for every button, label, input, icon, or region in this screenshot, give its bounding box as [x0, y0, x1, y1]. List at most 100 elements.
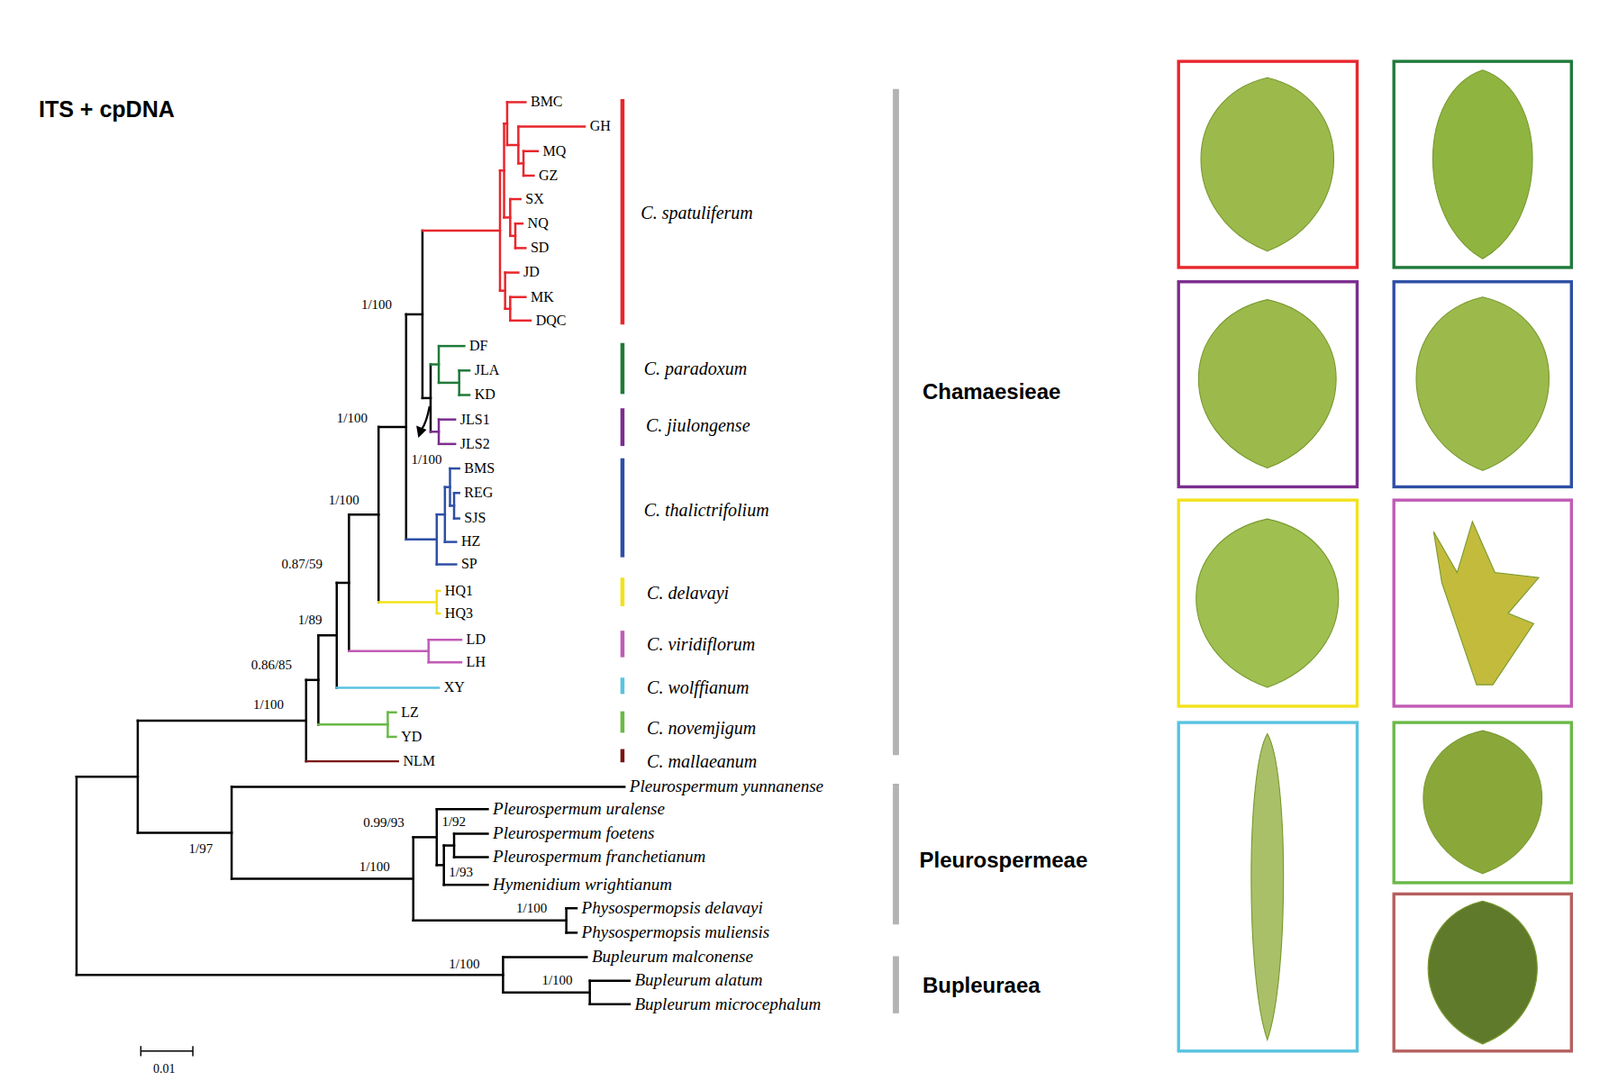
photo-frame — [1178, 61, 1357, 268]
photo-frame — [1393, 500, 1572, 707]
sample-code: SX — [525, 190, 544, 208]
sample-code: HQ3 — [445, 605, 473, 622]
tree-branch — [502, 990, 590, 993]
clade-bar — [620, 458, 626, 558]
scale-tick — [140, 1045, 142, 1056]
species-name: C. wolffianum — [646, 677, 749, 699]
tribe-name: Pleurospermeae — [919, 847, 1089, 873]
tree-branch — [386, 712, 389, 737]
tree-branch — [444, 844, 455, 846]
sample-code: SP — [461, 555, 478, 573]
clade-bar — [620, 408, 626, 446]
sample-code: BMC — [530, 93, 564, 110]
tree-branch — [454, 517, 460, 519]
clade-bars — [622, 89, 897, 1014]
tree-branch — [448, 468, 451, 506]
leaf-photo — [1178, 281, 1357, 488]
species-name: C. thalictrifolium — [644, 500, 770, 521]
tree-branch — [436, 808, 489, 810]
tree-branch — [230, 786, 233, 879]
tree-branch — [347, 514, 350, 652]
photo-frame — [1393, 893, 1572, 1051]
support-value: 1/93 — [448, 864, 473, 881]
support-value: 1/100 — [361, 296, 392, 312]
tree-branch — [438, 443, 455, 446]
support-value: 1/100 — [359, 858, 391, 874]
support-value: 1/100 — [336, 410, 368, 427]
support-value: 0.87/59 — [281, 556, 323, 573]
tree-branch — [231, 785, 625, 788]
sample-code: SD — [530, 239, 549, 256]
clade-bar — [620, 677, 626, 694]
tree-branch — [318, 723, 388, 726]
sample-code: BMS — [463, 460, 495, 477]
species-name: C. viridiflorum — [646, 633, 755, 655]
tree-branch — [436, 563, 457, 565]
tree-branch — [509, 319, 531, 322]
tree-branch — [590, 979, 630, 982]
sample-code: JD — [523, 263, 540, 281]
leaf-photo — [1393, 281, 1572, 488]
tree-branch — [436, 612, 440, 615]
tree-branch — [503, 272, 506, 310]
sample-code: DQC — [536, 312, 567, 329]
tree-branch — [522, 151, 525, 176]
sample-code: LD — [466, 631, 486, 648]
tree-branch — [588, 981, 591, 1005]
tree-branch — [430, 430, 439, 433]
leaf-photo — [1393, 61, 1572, 268]
tree-branch — [413, 919, 567, 922]
tree-branch — [566, 931, 577, 934]
leaf-photo — [1178, 500, 1357, 707]
species-name: C. novemjigum — [646, 717, 756, 738]
tree-branch — [76, 775, 138, 778]
tree-branch — [507, 100, 526, 103]
tree-branch — [438, 345, 464, 347]
clade-bar — [620, 749, 626, 764]
tree-branch — [442, 845, 445, 886]
leaf-photo — [1393, 722, 1572, 883]
pointer-arrow — [416, 406, 430, 438]
tree-branch — [444, 883, 489, 886]
outgroup-name: Physospermopsis muliensis — [581, 922, 770, 943]
tree-branch — [76, 973, 503, 976]
tree-branch — [445, 540, 456, 543]
sample-code: MQ — [543, 143, 567, 160]
leaf-photo — [1178, 722, 1357, 1052]
scale-label: 0.01 — [153, 1062, 176, 1077]
tribe-name: Bupleuraea — [922, 972, 1041, 999]
tree-branch — [523, 174, 534, 177]
leaf-shape — [1427, 900, 1537, 1045]
clade-bar — [892, 955, 900, 1013]
tree-branch — [454, 832, 488, 835]
scale-tick — [191, 1045, 193, 1056]
sample-code: KD — [474, 386, 496, 403]
tree-branch — [566, 907, 577, 910]
tree-branch — [336, 581, 350, 584]
outgroup-name: Physospermopsis delavayi — [581, 898, 764, 919]
sample-code: YD — [400, 728, 422, 746]
photo-frame — [1178, 500, 1357, 707]
sample-code: JLS1 — [460, 411, 491, 428]
tree-branch — [590, 1002, 630, 1005]
tree-branch — [231, 877, 414, 880]
clade-bar — [620, 99, 626, 325]
tree-branch — [509, 296, 526, 299]
leaf-photo — [1178, 61, 1357, 268]
species-name: C. jiulongense — [645, 415, 751, 437]
tree-branch — [436, 513, 446, 516]
tree-branch — [137, 719, 307, 722]
tree-branch — [428, 661, 462, 664]
tree-branch — [336, 582, 338, 689]
species-name: C. paradoxum — [644, 357, 747, 379]
support-value: 1/100 — [410, 451, 442, 467]
tree-branch — [378, 426, 407, 428]
arrow-shaft — [421, 406, 430, 430]
scale-line — [140, 1050, 193, 1052]
tree-branch — [437, 419, 440, 445]
leaf-shape — [1432, 70, 1533, 260]
sample-code: NLM — [402, 753, 436, 770]
tree-branch — [505, 271, 519, 273]
leaf-shape — [1198, 300, 1337, 469]
